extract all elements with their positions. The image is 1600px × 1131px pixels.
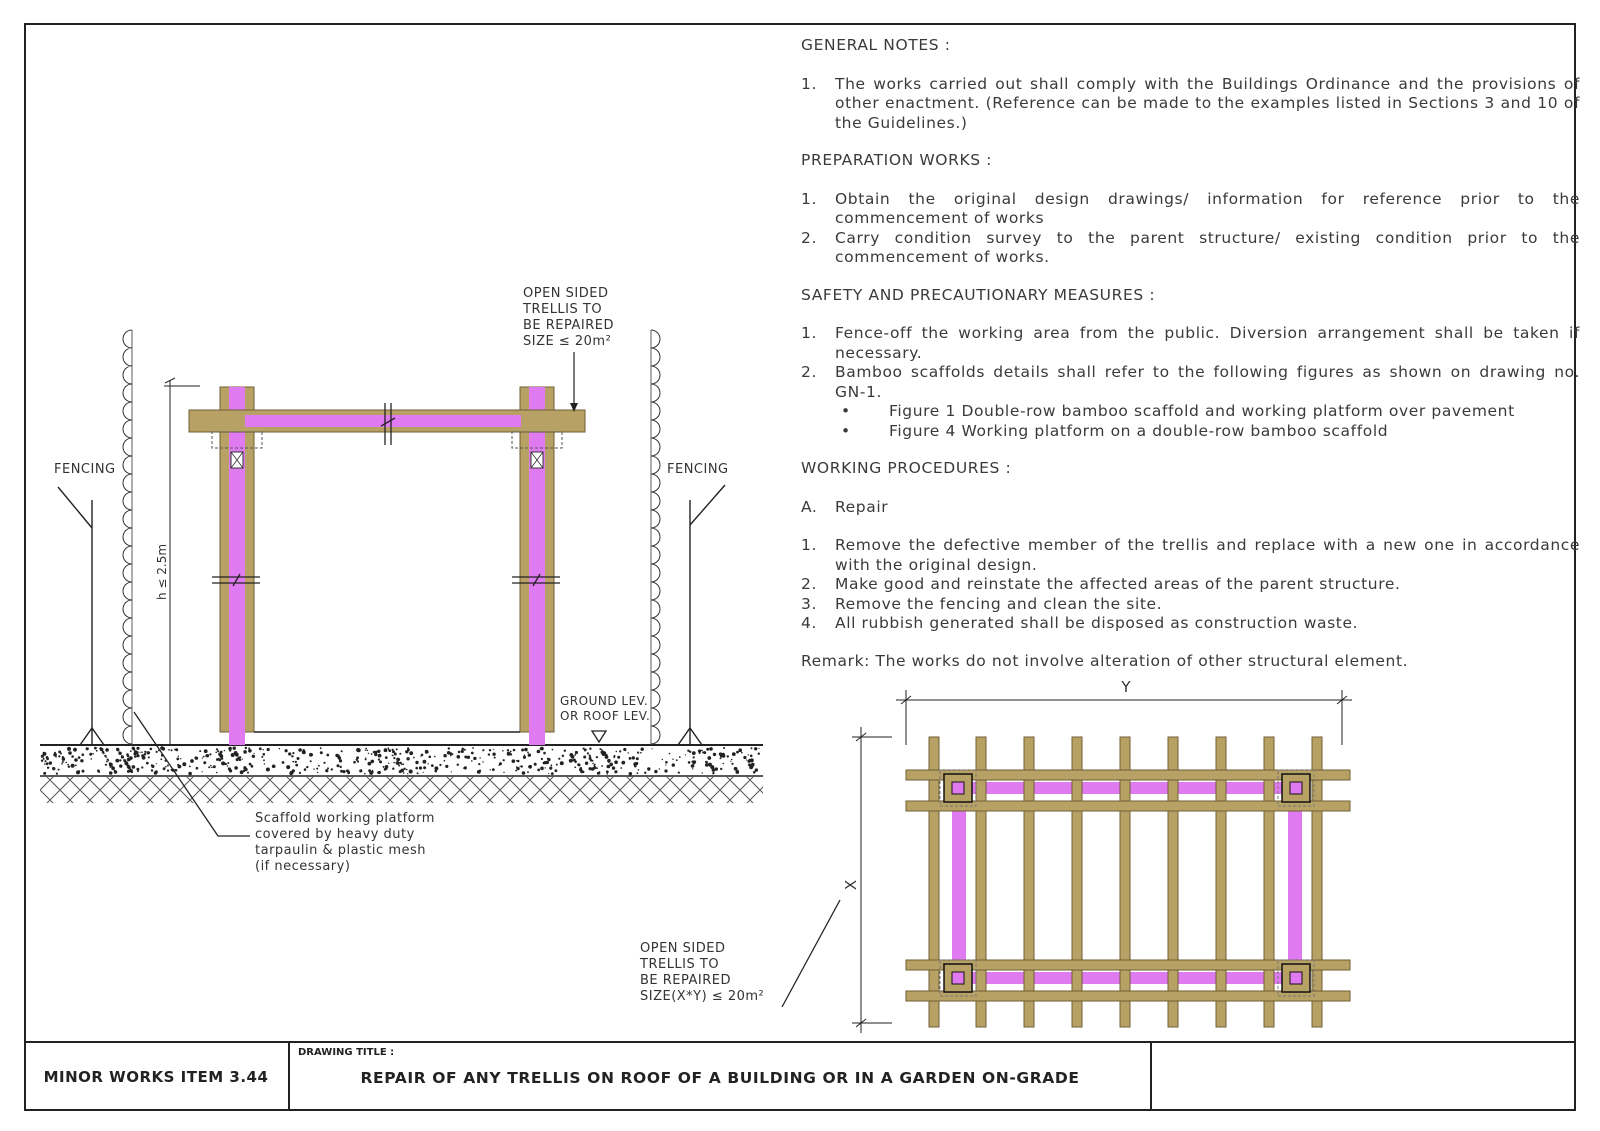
preparation-item-num: 2. xyxy=(801,228,817,247)
ground-level-label: GROUND LEV. OR ROOF LEV. xyxy=(560,694,651,723)
fencing-left-post xyxy=(57,486,105,746)
procedure-item-text: Make good and reinstate the affected are… xyxy=(835,575,1401,593)
height-label: h ≤ 2.5m xyxy=(155,544,169,600)
remark: Remark: The works do not involve alterat… xyxy=(801,651,1409,670)
drawing-title-label: DRAWING TITLE : xyxy=(298,1047,395,1058)
plan-dimension-x xyxy=(852,727,892,1033)
hatched-base xyxy=(40,777,763,803)
repair-label: Repair xyxy=(835,497,889,516)
preparation-list: 1. Obtain the original design drawings/ i… xyxy=(801,190,1580,268)
right-bracket xyxy=(511,431,563,449)
safety-bullet-text: Figure 4 Working platform on a double-ro… xyxy=(889,421,1389,440)
safety-bullet: • Figure 4 Working platform on a double-r… xyxy=(801,422,1580,442)
trellis-elevation xyxy=(188,386,586,745)
procedure-item: 2. Make good and reinstate the affected a… xyxy=(801,575,1580,595)
title-block-blank xyxy=(1152,1043,1574,1111)
safety-bullets: • Figure 1 Double-row bamboo scaffold and… xyxy=(801,402,1580,441)
bullet-dot-icon: • xyxy=(841,402,851,420)
procedure-list: 1. Remove the defective member of the tre… xyxy=(801,536,1580,634)
safety-item-num: 2. xyxy=(801,363,817,381)
break-symbols xyxy=(212,403,560,587)
drawing-title-cell: DRAWING TITLE : REPAIR OF ANY TRELLIS ON… xyxy=(290,1043,1152,1111)
scaffold-leader xyxy=(133,711,250,837)
left-bracket xyxy=(211,431,263,449)
ground-level-marker xyxy=(590,730,608,744)
height-dimension xyxy=(164,377,200,745)
trellis-plan xyxy=(905,736,1351,1028)
procedure-item: 1. Remove the defective member of the tre… xyxy=(801,536,1580,575)
procedure-item: 4. All rubbish generated shall be dispose… xyxy=(801,614,1580,634)
safety-item: 1. Fence-off the working area from the pu… xyxy=(801,324,1580,363)
plan-dimension-y xyxy=(896,690,1352,745)
title-block: MINOR WORKS ITEM 3.44 DRAWING TITLE : RE… xyxy=(24,1041,1576,1111)
fencing-left-label: FENCING xyxy=(54,462,116,477)
scaffold-cover-left xyxy=(122,329,133,745)
procedure-item-num: 4. xyxy=(801,614,817,632)
general-notes-list: 1. The works carried out shall comply wit… xyxy=(801,75,1580,134)
preparation-item-text: Carry condition survey to the parent str… xyxy=(835,228,1580,267)
procedure-item-text: All rubbish generated shall be disposed … xyxy=(835,614,1359,632)
safety-section: 1. Fence-off the working area from the pu… xyxy=(801,324,1580,441)
bullet-dot-icon: • xyxy=(841,421,851,440)
preparation-item-num: 1. xyxy=(801,189,817,208)
preparation-item-text: Obtain the original design drawings/ inf… xyxy=(835,189,1580,228)
drawing-title: REPAIR OF ANY TRELLIS ON ROOF OF A BUILD… xyxy=(360,1069,1080,1087)
safety-item-text: Bamboo scaffolds details shall refer to … xyxy=(835,363,1580,401)
preparation-item: 1. Obtain the original design drawings/ i… xyxy=(801,190,1580,229)
repair-subheading: A. Repair xyxy=(801,498,1580,518)
procedure-item: 3. Remove the fencing and clean the site. xyxy=(801,595,1580,615)
general-note-text: The works carried out shall comply with … xyxy=(835,74,1580,132)
procedure-item-num: 3. xyxy=(801,594,817,613)
fencing-right-post xyxy=(677,484,726,746)
general-note-num: 1. xyxy=(801,74,817,93)
drawing-frame xyxy=(24,23,1576,1111)
procedure-item-text: Remove the fencing and clean the site. xyxy=(835,594,1163,613)
plan-trellis-label: OPEN SIDED TRELLIS TO BE REPAIRED SIZE(X… xyxy=(640,941,765,1004)
safety-bullet-text: Figure 1 Double-row bamboo scaffold and … xyxy=(889,402,1515,420)
preparation-item: 2. Carry condition survey to the parent s… xyxy=(801,229,1580,268)
scaffold-platform-label: Scaffold working platform covered by hea… xyxy=(255,811,435,874)
safety-item-text: Fence-off the working area from the publ… xyxy=(835,324,1580,362)
general-notes-heading: GENERAL NOTES : xyxy=(801,36,951,54)
fencing-right-label: FENCING xyxy=(667,462,729,477)
plan-dim-y-label: Y xyxy=(1120,678,1131,696)
ground-slab xyxy=(40,744,763,803)
safety-bullet: • Figure 1 Double-row bamboo scaffold and… xyxy=(801,402,1580,422)
procedures-heading: WORKING PROCEDURES : xyxy=(801,459,1012,477)
notes-panel: GENERAL NOTES : 1. The works carried out … xyxy=(801,36,1580,671)
safety-heading: SAFETY AND PRECAUTIONARY MEASURES : xyxy=(801,285,1156,304)
item-number: MINOR WORKS ITEM 3.44 xyxy=(24,1043,290,1111)
plan-dim-x-label: X xyxy=(842,880,860,890)
safety-list: 1. Fence-off the working area from the pu… xyxy=(801,324,1580,402)
repair-num: A. xyxy=(801,497,818,516)
safety-item-num: 1. xyxy=(801,324,817,342)
preparation-heading: PREPARATION WORKS : xyxy=(801,151,993,169)
elevation-trellis-label: OPEN SIDED TRELLIS TO BE REPAIRED SIZE ≤… xyxy=(523,286,615,349)
procedure-item-num: 2. xyxy=(801,575,817,593)
beam-member xyxy=(245,415,521,427)
safety-item: 2. Bamboo scaffolds details shall refer t… xyxy=(801,363,1580,402)
procedure-item-num: 1. xyxy=(801,536,817,554)
general-note: 1. The works carried out shall comply wit… xyxy=(801,75,1580,134)
plan-leader xyxy=(781,899,841,1008)
left-post-member xyxy=(229,387,245,745)
right-post-member xyxy=(529,387,545,745)
scaffold-cover-right xyxy=(650,329,661,745)
procedure-item-text: Remove the defective member of the trell… xyxy=(835,536,1580,574)
concrete-speckle xyxy=(40,746,760,776)
